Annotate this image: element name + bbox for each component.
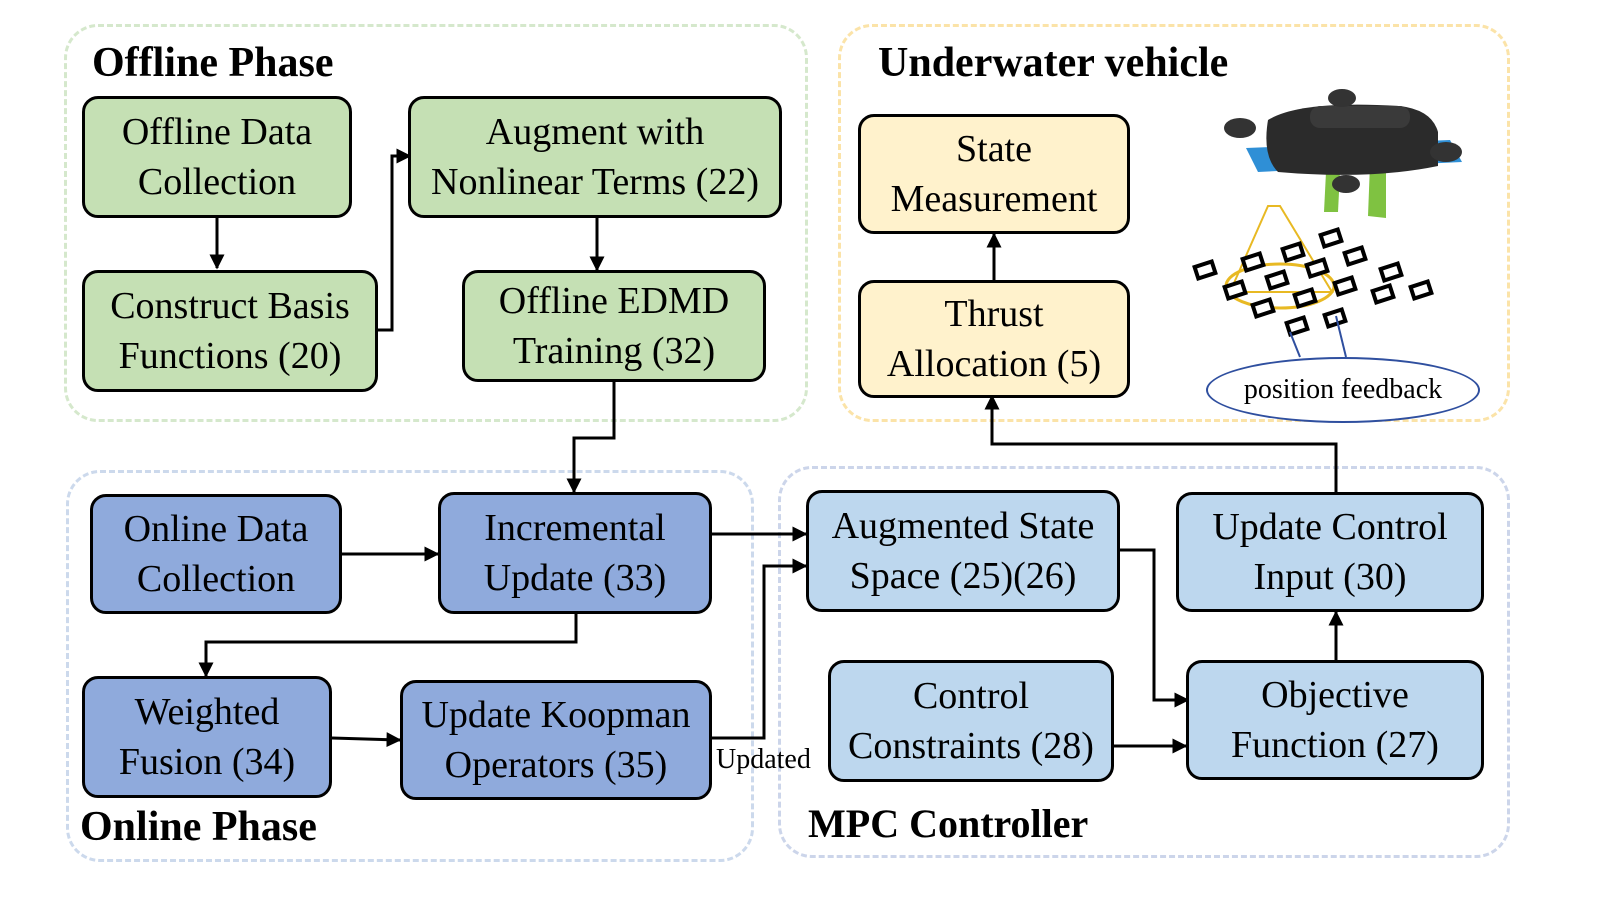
box-text-line: State bbox=[956, 127, 1032, 170]
box-text-line: Operators (35) bbox=[444, 744, 668, 786]
underwater-vehicle-region bbox=[838, 24, 1510, 422]
vehicle-leg bbox=[1368, 164, 1386, 218]
box-text-line: Space (25)(26) bbox=[849, 555, 1077, 597]
box-text-line: Update Control bbox=[1212, 505, 1448, 548]
arrow-augmented-state-to-objective bbox=[1120, 548, 1190, 708]
box-text-line: Allocation (5) bbox=[886, 343, 1102, 385]
box-text-line: Update Koopman bbox=[421, 693, 691, 736]
box-text-line: Offline EDMD bbox=[498, 279, 730, 322]
box-text-line: Fusion (34) bbox=[118, 741, 296, 783]
position-feedback-label: position feedback bbox=[1243, 374, 1443, 405]
arrow-incremental-to-weighted bbox=[198, 614, 578, 678]
box-text-line: Training (32) bbox=[512, 330, 716, 372]
box-text-line: Input (30) bbox=[1253, 556, 1407, 598]
box-text-line: Online Data bbox=[123, 507, 309, 550]
offline-phase-region bbox=[64, 24, 808, 422]
updated-label: Updated bbox=[716, 744, 811, 775]
box-text-line: Nonlinear Terms (22) bbox=[431, 161, 759, 203]
offline-edmd-training-box: Offline EDMD Training (32) bbox=[462, 270, 766, 382]
arrow-basis-to-augment bbox=[378, 148, 412, 332]
underwater-vehicle-illustration bbox=[1192, 89, 1462, 358]
position-feedback-ellipse: position feedback bbox=[1206, 357, 1480, 423]
box-text-line: Collection bbox=[137, 161, 297, 203]
mpc-controller-title: MPC Controller bbox=[808, 801, 1089, 846]
arrow-weighted-to-koopman bbox=[331, 732, 402, 748]
box-text-line: Function (27) bbox=[1231, 724, 1439, 766]
box-text-line: Objective bbox=[1261, 673, 1409, 716]
box-text-line: Update (33) bbox=[483, 557, 667, 599]
online-phase-region bbox=[66, 470, 754, 862]
box-text-line: Augmented State bbox=[831, 504, 1095, 547]
box-text-line: Collection bbox=[136, 558, 296, 600]
box-text-line: Measurement bbox=[890, 178, 1098, 220]
vehicle-top-cylinder bbox=[1310, 106, 1410, 128]
box-text-line: Construct Basis bbox=[110, 284, 350, 327]
underwater-vehicle-title: Underwater vehicle bbox=[878, 40, 1229, 86]
arrow-edmd-to-incremental bbox=[566, 382, 616, 494]
online-phase-title: Online Phase bbox=[80, 804, 317, 850]
box-text-line: Weighted bbox=[134, 690, 280, 733]
box-text-line: Incremental bbox=[484, 506, 666, 549]
box-text-line: Functions (20) bbox=[118, 335, 342, 377]
box-text-line: Augment with bbox=[485, 110, 705, 153]
arrow-update-control-to-thrust bbox=[984, 394, 1338, 492]
box-text-line: Control bbox=[912, 674, 1030, 717]
box-text-line: Offline Data bbox=[121, 110, 313, 153]
mpc-controller-region bbox=[778, 466, 1510, 858]
offline-phase-title: Offline Phase bbox=[92, 40, 334, 86]
arrow-koopman-updated-to-augmented-state bbox=[712, 558, 808, 740]
box-text-line: Thrust bbox=[944, 292, 1044, 335]
aruco-marker-grid bbox=[1192, 226, 1434, 338]
box-text-line: Constraints (28) bbox=[848, 725, 1094, 767]
